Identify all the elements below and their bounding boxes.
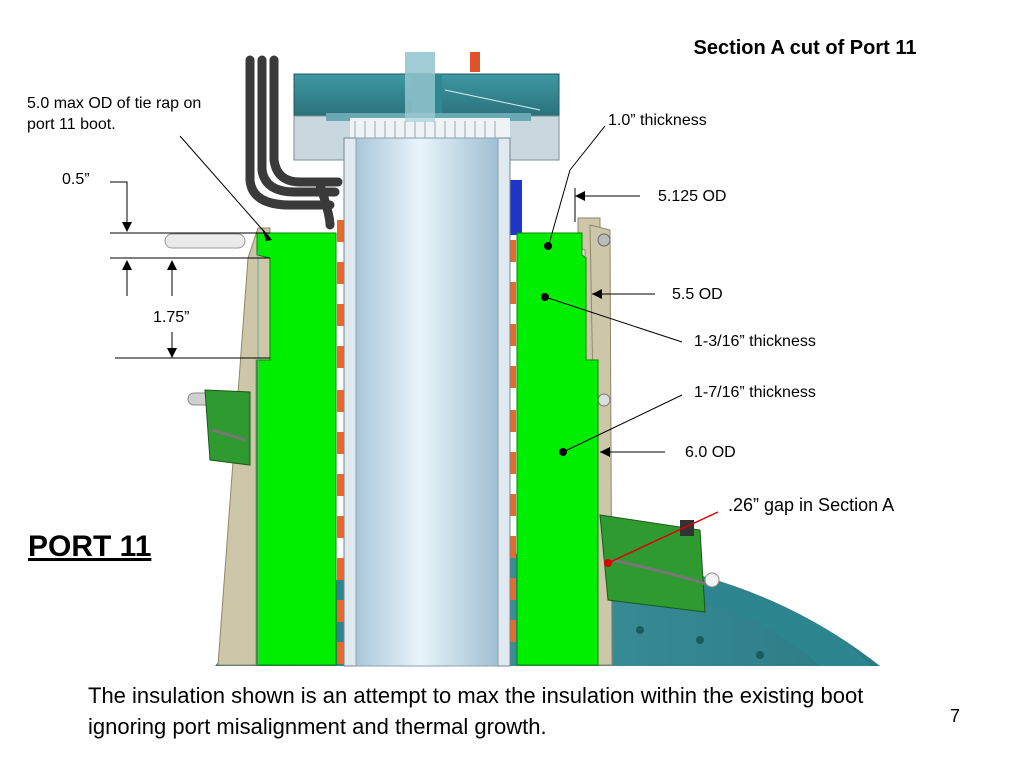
green-connector-right <box>599 514 720 613</box>
heater-strips-left <box>337 220 345 664</box>
insulation <box>256 232 599 666</box>
gap-label: .26” gap in Section A <box>728 495 895 515</box>
gap-marker <box>604 511 719 567</box>
od-5-125-label: 5.125 OD <box>658 188 727 205</box>
slide-title: Section A cut of Port 11 <box>693 37 917 59</box>
tie-rap-label: 5.0 max OD of tie rap on port 11 boot. <box>27 95 202 133</box>
port-label: PORT 11 <box>28 530 152 563</box>
dim-0-5-label: 0.5” <box>62 171 90 188</box>
dimension-lines <box>110 125 683 453</box>
blue-bracket <box>508 180 522 235</box>
od-6-0-label: 6.0 OD <box>685 444 736 461</box>
thickness-1-7-16-label: 1-7/16” thickness <box>694 384 816 401</box>
green-connector-left <box>204 389 251 466</box>
slide-number: 7 <box>950 706 961 726</box>
center-tube <box>343 52 511 667</box>
caption: The insulation shown is an attempt to ma… <box>88 683 864 739</box>
cable-bundle <box>245 55 343 230</box>
od-5-5-label: 5.5 OD <box>672 286 723 303</box>
thickness-1-label: 1.0” thickness <box>608 112 707 129</box>
leader-dots <box>541 242 567 456</box>
dim-1-75-label: 1.75” <box>153 309 190 326</box>
thickness-1-3-16-label: 1-3/16” thickness <box>694 333 816 350</box>
dimension-arrowheads <box>122 191 610 457</box>
heater-strips-right <box>508 240 516 642</box>
orange-cable <box>470 52 480 72</box>
